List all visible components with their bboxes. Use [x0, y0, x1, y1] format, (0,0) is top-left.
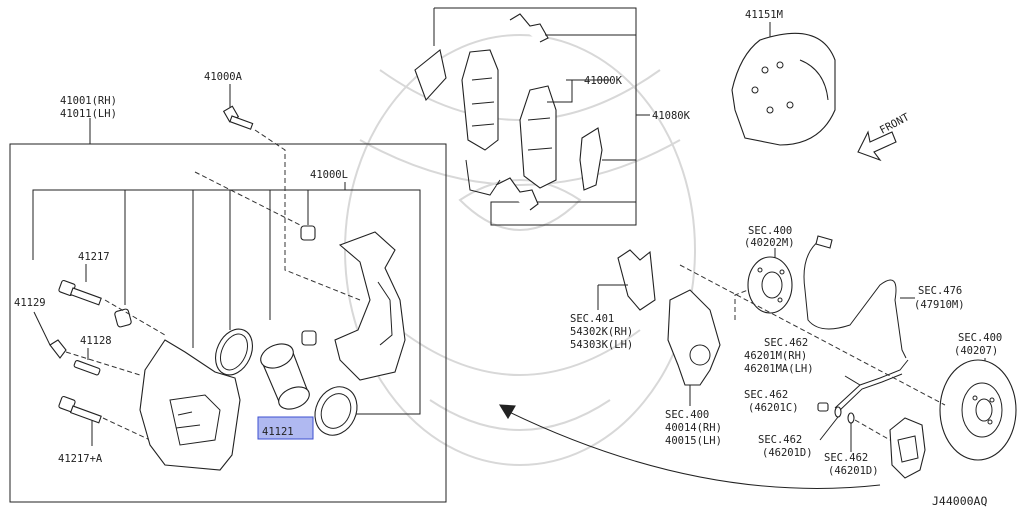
bolt-41000a	[222, 105, 254, 130]
front-label: FRONT	[878, 111, 912, 137]
caliper-body	[139, 339, 241, 471]
highlight-41121[interactable]	[257, 416, 314, 440]
label-41000l: 41000L	[310, 169, 348, 181]
label-41011-lh: 41011(LH)	[60, 108, 117, 120]
union-bolt	[817, 402, 829, 412]
copper-washer	[834, 406, 842, 418]
label-sec400-rotor: SEC.400	[958, 332, 1002, 344]
caliper-assembly-frame	[9, 143, 447, 503]
pin-boot	[114, 308, 132, 328]
label-41000a: 41000A	[204, 71, 243, 83]
guide-pin-41217	[58, 279, 102, 306]
label-41129: 41129	[14, 297, 46, 309]
label-40202m: (40202M)	[744, 237, 795, 249]
nut-41000l-bottom	[301, 330, 317, 346]
label-41217-a: 41217+A	[58, 453, 103, 465]
label-sec462-washer: SEC.462	[758, 434, 802, 446]
label-sec476: SEC.476	[918, 285, 962, 297]
pad-clips-bottom	[495, 177, 539, 211]
label-40207: (40207)	[954, 345, 998, 357]
label-41217: 41217	[78, 251, 110, 263]
dust-boot	[314, 386, 358, 436]
wear-sensor-wire	[465, 159, 501, 196]
diagram-code: J44000AQ	[932, 494, 987, 508]
bolt-41217a	[58, 395, 102, 424]
label-41000k: 41000K	[584, 75, 623, 87]
piston-seal	[215, 328, 253, 376]
label-54303k-lh: 54303K(LH)	[570, 339, 633, 351]
install-arrow-icon	[498, 404, 881, 489]
watermark-emblem	[344, 34, 696, 466]
pad-kit-frame	[434, 7, 637, 226]
dust-shield	[731, 32, 836, 146]
shim-plate	[414, 49, 447, 102]
front-arrow-icon	[857, 130, 897, 162]
steering-knuckle	[667, 289, 721, 386]
label-40014-rh: 40014(RH)	[665, 422, 722, 434]
abs-sensor-wire	[803, 235, 907, 359]
caliper-small	[889, 417, 926, 479]
hub-bearing	[747, 256, 793, 314]
label-41121[interactable]: 41121	[262, 426, 294, 438]
brake-pad-outer	[461, 49, 499, 151]
label-41128: 41128	[80, 335, 112, 347]
label-41080k: 41080K	[652, 110, 691, 122]
brake-hose	[834, 359, 909, 413]
label-54302k-rh: 54302K(RH)	[570, 326, 633, 338]
label-sec401: SEC.401	[570, 313, 614, 325]
label-sec462-washer2: SEC.462	[824, 452, 868, 464]
caliper-subframe	[32, 189, 421, 415]
label-sec400-hub: SEC.400	[748, 225, 792, 237]
copper-washer-2	[847, 412, 855, 424]
label-46201d-2: (46201D)	[828, 465, 879, 477]
piston-41121	[260, 343, 310, 410]
pad-clips-top	[509, 13, 636, 43]
label-46201ma-lh: 46201MA(LH)	[744, 363, 814, 375]
brake-pad-inner	[519, 85, 557, 189]
shim-inner	[579, 127, 603, 191]
caliper-bracket	[334, 231, 406, 381]
label-sec400-knuckle: SEC.400	[665, 409, 709, 421]
nut-41000l-top	[300, 225, 316, 241]
splash-guard-bracket	[617, 249, 656, 311]
disc-rotor	[939, 359, 1017, 461]
label-46201c: (46201C)	[748, 402, 799, 414]
label-41151m: 41151M	[745, 9, 783, 21]
bleeder-41128	[73, 360, 101, 376]
label-41001-rh: 41001(RH)	[60, 95, 117, 107]
bleeder-cap-41129	[49, 339, 67, 359]
label-sec462-bolt: SEC.462	[744, 389, 788, 401]
label-47910m: (47910M)	[914, 299, 965, 311]
label-sec462-hose: SEC.462	[764, 337, 808, 349]
label-46201d: (46201D)	[762, 447, 813, 459]
label-40015-lh: 40015(LH)	[665, 435, 722, 447]
label-46201m-rh: 46201M(RH)	[744, 350, 807, 362]
